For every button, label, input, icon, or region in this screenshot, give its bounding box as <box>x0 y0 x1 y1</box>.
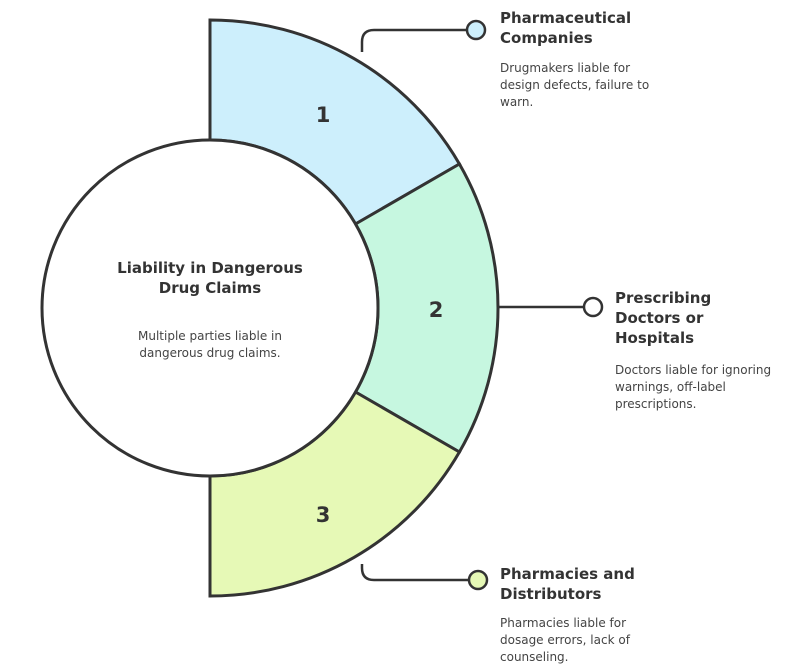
connector-dot-3 <box>467 569 489 591</box>
segment-1-title: Pharmaceutical Companies <box>500 9 632 47</box>
segment-3-number: 3 <box>315 503 331 527</box>
segment-1-description: Drugmakers liable for design defects, fa… <box>500 61 650 109</box>
segment-2-title: Prescribing Doctors or Hospitals <box>615 289 712 347</box>
connector-dot-2 <box>582 296 604 318</box>
center-title: Liability in Dangerous Drug Claims <box>117 259 303 297</box>
connector-1 <box>360 28 467 52</box>
connector-3 <box>360 564 469 582</box>
segment-3-description: Pharmacies liable for dosage errors, lac… <box>500 616 630 664</box>
center-circle <box>40 138 380 478</box>
connector-dot-1 <box>465 19 487 41</box>
segment-3-title: Pharmacies and Distributors <box>500 565 635 603</box>
segment-2-number: 2 <box>428 298 444 322</box>
segment-1-number: 1 <box>315 103 331 127</box>
segment-2-description: Doctors liable for ignoring warnings, of… <box>615 363 772 411</box>
center-description: Multiple parties liable in dangerous dru… <box>138 329 282 360</box>
